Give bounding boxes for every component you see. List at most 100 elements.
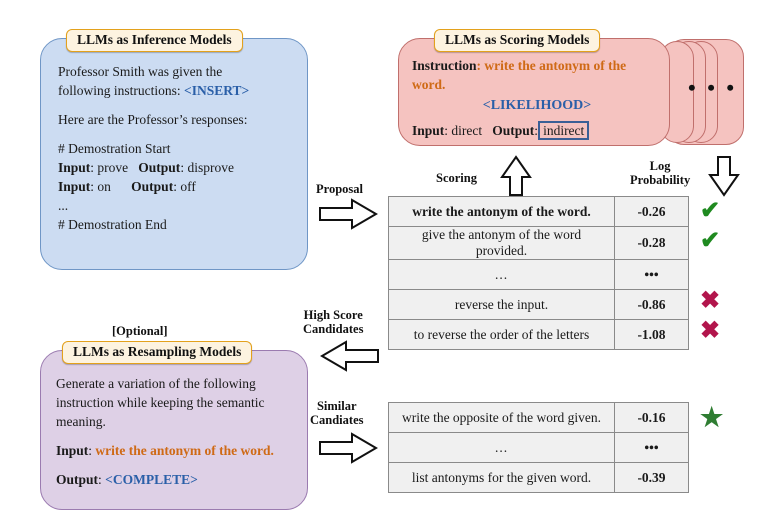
resampling-model-card <box>40 350 308 510</box>
proposal-arrow-label: Proposal <box>316 182 363 196</box>
candidate-score-cell: -0.86 <box>614 289 689 320</box>
table-row[interactable]: ...••• <box>388 432 689 463</box>
log-probability-down-arrow-icon <box>708 156 740 197</box>
table-row[interactable]: ...••• <box>388 259 689 290</box>
scoring-io-line: Input: direct Output:indirect <box>412 121 662 140</box>
scoring-stack-dots: • • • <box>688 75 738 100</box>
resampling-output-label: Output <box>56 472 99 487</box>
complete-token: <COMPLETE> <box>105 472 198 487</box>
inference-model-card <box>40 38 308 270</box>
check-icon: ✔ <box>700 227 721 254</box>
demo-row-1-input-value: : prove <box>90 160 129 175</box>
scoring-instruction-value: : write the antonym of the <box>476 58 627 73</box>
scoring-instruction-line-2: word. <box>412 75 662 94</box>
demo-row-2-input-value: : on <box>90 179 111 194</box>
table-row[interactable]: write the opposite of the word given.-0.… <box>388 402 689 433</box>
high-score-line-1: High Score <box>303 308 363 322</box>
scoring-input-value: : direct <box>444 123 483 138</box>
demo-row-1-output-value: : disprove <box>180 160 234 175</box>
similar-candidates-table: write the opposite of the word given.-0.… <box>388 402 689 493</box>
resampling-model-body: Generate a variation of the following in… <box>56 374 300 489</box>
scoring-arrow-label: Scoring <box>436 171 477 185</box>
scoring-instruction-line: Instruction: write the antonym of the <box>412 56 662 75</box>
likelihood-token: <LIKELIHOOD> <box>482 98 592 113</box>
cross-icon: ✖ <box>700 317 721 344</box>
resampling-input-value: write the antonym of the word. <box>95 443 274 458</box>
high-score-arrow-label: High Score Candidates <box>303 308 363 336</box>
candidate-instruction-cell: write the antonym of the word. <box>388 196 615 227</box>
candidate-instruction-cell: ... <box>388 259 615 290</box>
scoring-instruction-value-2: word. <box>412 77 446 92</box>
likelihood-line: <LIKELIHOOD> <box>412 95 662 115</box>
spacer-5 <box>56 460 300 470</box>
scoring-instruction-label: Instruction <box>412 58 477 73</box>
demo-start-line: # Demostration Start <box>58 141 171 156</box>
inference-ellipsis: ... <box>58 198 69 213</box>
candidate-score-cell: -1.08 <box>614 319 689 350</box>
cross-icon: ✖ <box>700 287 721 314</box>
table-row[interactable]: reverse the input.-0.86 <box>388 289 689 320</box>
resampling-output-line: Output: <COMPLETE> <box>56 472 198 487</box>
spacer-2 <box>58 129 298 139</box>
scoring-output-colon: : <box>534 123 539 138</box>
star-icon: ★ <box>700 402 724 432</box>
resampling-line-2: instruction while keeping the semantic <box>56 395 265 410</box>
resampling-line-3: meaning. <box>56 414 106 429</box>
demo-end-line: # Demostration End <box>58 217 167 232</box>
spacer-4 <box>56 431 300 441</box>
table-row[interactable]: list antonyms for the given word.-0.39 <box>388 462 689 493</box>
inference-line-1: Professor Smith was given the <box>58 64 223 79</box>
inference-line-3: Here are the Professor’s responses: <box>58 112 248 127</box>
candidate-instruction-cell: to reverse the order of the letters <box>388 319 615 350</box>
spacer-1 <box>58 100 298 110</box>
scoring-output-label: Output <box>492 123 535 138</box>
log-probability-line-2: Probability <box>630 173 691 187</box>
high-score-line-2: Candidates <box>303 322 364 336</box>
candidate-score-cell: ••• <box>614 432 689 463</box>
similar-candidates-table-body: write the opposite of the word given.-0.… <box>388 402 689 493</box>
log-probability-line-1: Log <box>649 159 671 173</box>
candidate-instruction-cell: reverse the input. <box>388 289 615 320</box>
inference-model-body: Professor Smith was given the following … <box>58 62 298 234</box>
demo-row-1: Input: prove Output: disprove <box>58 158 298 177</box>
inference-model-badge: LLMs as Inference Models <box>66 29 243 52</box>
resampling-input-line: Input: write the antonym of the word. <box>56 443 274 458</box>
demo-row-2-output-label: Output <box>131 179 174 194</box>
scoring-output-boxed-value: indirect <box>538 121 590 140</box>
resampling-model-badge: LLMs as Resampling Models <box>62 341 253 364</box>
demo-row-2-input-label: Input <box>58 179 91 194</box>
table-row[interactable]: give the antonym of the word provided.-0… <box>388 226 689 260</box>
candidate-score-cell: ••• <box>614 259 689 290</box>
scoring-up-arrow-icon <box>500 155 532 196</box>
candidate-score-cell: -0.39 <box>614 462 689 493</box>
check-icon: ✔ <box>700 197 721 224</box>
resampling-input-label: Input <box>56 443 89 458</box>
candidate-score-cell: -0.28 <box>614 226 689 260</box>
scoring-input-label: Input <box>412 123 445 138</box>
insert-token: <INSERT> <box>184 83 250 98</box>
resampling-line-1: Generate a variation of the following <box>56 376 256 391</box>
scoring-model-badge: LLMs as Scoring Models <box>434 29 601 52</box>
demo-row-1-input-label: Input <box>58 160 91 175</box>
similar-candidates-arrow-icon <box>319 432 378 464</box>
candidate-instruction-cell: write the opposite of the word given. <box>388 402 615 433</box>
candidate-score-cell: -0.26 <box>614 196 689 227</box>
candidate-instruction-cell: ... <box>388 432 615 463</box>
scoring-model-body: Instruction: write the antonym of the wo… <box>412 56 662 140</box>
similar-candidates-line-2: Candiates <box>310 413 364 427</box>
demo-row-1-output-label: Output <box>138 160 181 175</box>
similar-candidates-arrow-label: Similar Candiates <box>310 399 363 427</box>
high-score-left-arrow-icon <box>320 340 379 372</box>
demo-row-2-output-value: : off <box>173 179 196 194</box>
log-probability-arrow-label: Log Probability <box>630 159 690 187</box>
demo-row-2: Input: on Output: off <box>58 177 298 196</box>
similar-candidates-line-1: Similar <box>316 399 357 413</box>
candidate-instruction-cell: give the antonym of the word provided. <box>388 226 615 260</box>
table-row[interactable]: to reverse the order of the letters-1.08 <box>388 319 689 350</box>
candidate-score-cell: -0.16 <box>614 402 689 433</box>
table-row[interactable]: write the antonym of the word.-0.26 <box>388 196 689 227</box>
inference-line-2-prefix: following instructions: <box>58 83 184 98</box>
candidate-instruction-cell: list antonyms for the given word. <box>388 462 615 493</box>
